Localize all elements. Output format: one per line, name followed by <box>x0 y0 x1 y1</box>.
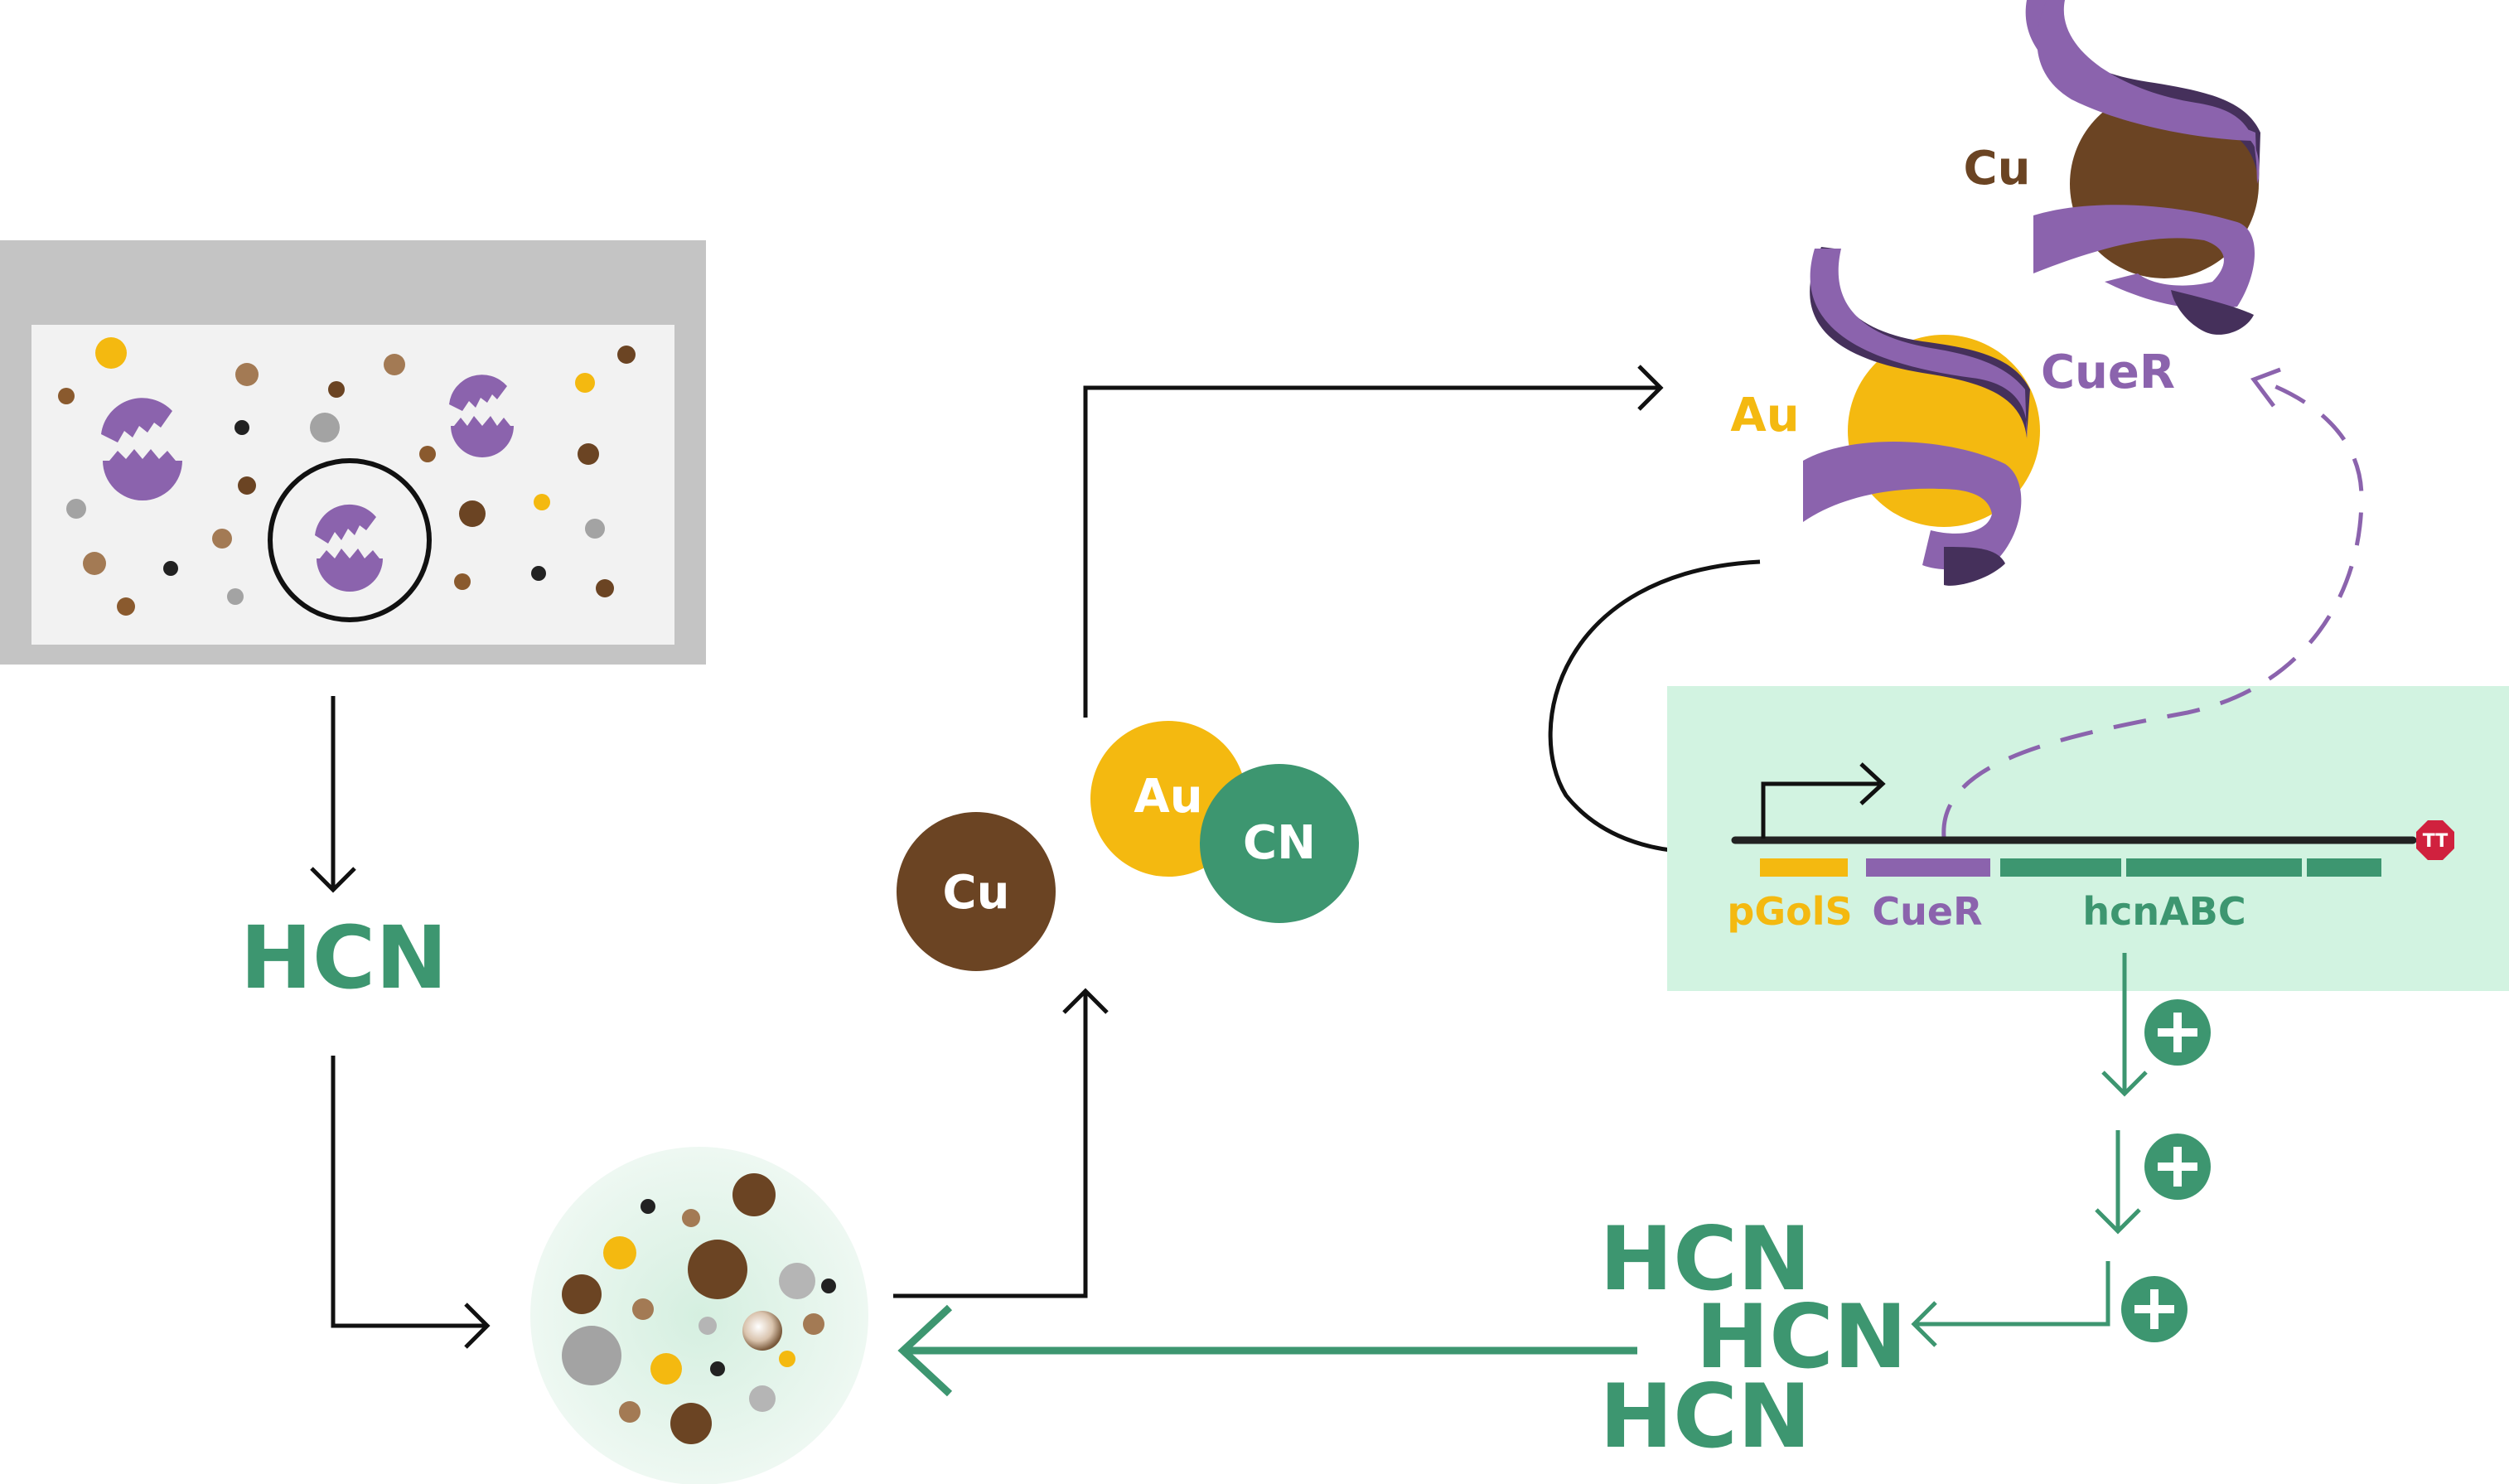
cuer-copper-complex: Cu <box>1964 0 2260 335</box>
hcnabc-block-b <box>2126 858 2302 877</box>
highlighted-bacterium <box>268 458 432 622</box>
plus-circle-icon <box>2144 999 2211 1066</box>
gene-circuit-panel: TT pGolS CueR hcnABC <box>1667 367 2509 991</box>
svg-text:TT: TT <box>2423 831 2449 852</box>
cuer-gene-label: CueR <box>1872 889 1982 934</box>
arrow-hcn-to-ore <box>331 1056 491 1349</box>
bacterium-icon <box>101 398 182 500</box>
copper-ion: Cu <box>897 812 1056 971</box>
hcn-production-arrows <box>1911 953 2148 1347</box>
hcn-label: HCN <box>240 907 447 1008</box>
hcnabc-block-a <box>2000 858 2121 877</box>
hcn-output-2: HCN <box>1695 1286 1907 1388</box>
promoter-arrow-icon <box>1761 762 1886 839</box>
hcnabc-block-c <box>2307 858 2381 877</box>
plus-circle-icon <box>2121 1276 2188 1342</box>
arrow-ore-to-ions <box>893 988 1109 1298</box>
arrow-box-to-hcn <box>310 696 356 893</box>
hcn-output-3: HCN <box>1599 1366 1810 1467</box>
svg-text:Cu: Cu <box>943 866 1010 920</box>
terminator-icon: TT <box>2416 820 2454 860</box>
au-protein-label: Au <box>1730 389 1799 442</box>
gold-ion-label: Au <box>1134 770 1202 824</box>
cuer-expression-feedback-arrow <box>1941 367 2364 838</box>
arrow-hcn-to-ore-green <box>897 1304 1637 1397</box>
gold-cyanide-complex: Au CN <box>1090 721 1359 923</box>
cyanide-label: CN <box>1243 816 1316 870</box>
plus-circle-icon <box>2144 1134 2211 1200</box>
bacterium-icon <box>315 504 383 592</box>
bacterium-icon <box>449 375 514 457</box>
cu-protein-label: Cu <box>1964 142 2031 196</box>
soil-sample-box <box>0 240 706 665</box>
pgols-block <box>1760 858 1848 877</box>
pgols-label: pGolS <box>1727 889 1852 934</box>
cuer-gene-block <box>1866 858 1990 877</box>
cuer-gold-complex: Au <box>1730 247 2040 586</box>
cuer-protein-label: CueR <box>2041 346 2175 399</box>
ore-sample <box>530 1147 868 1484</box>
hcnabc-label: hcnABC <box>2082 889 2246 934</box>
arrow-ions-to-cuer <box>1083 365 1664 718</box>
soil-particles <box>58 337 636 616</box>
hcn-output-1: HCN <box>1599 1208 1810 1310</box>
